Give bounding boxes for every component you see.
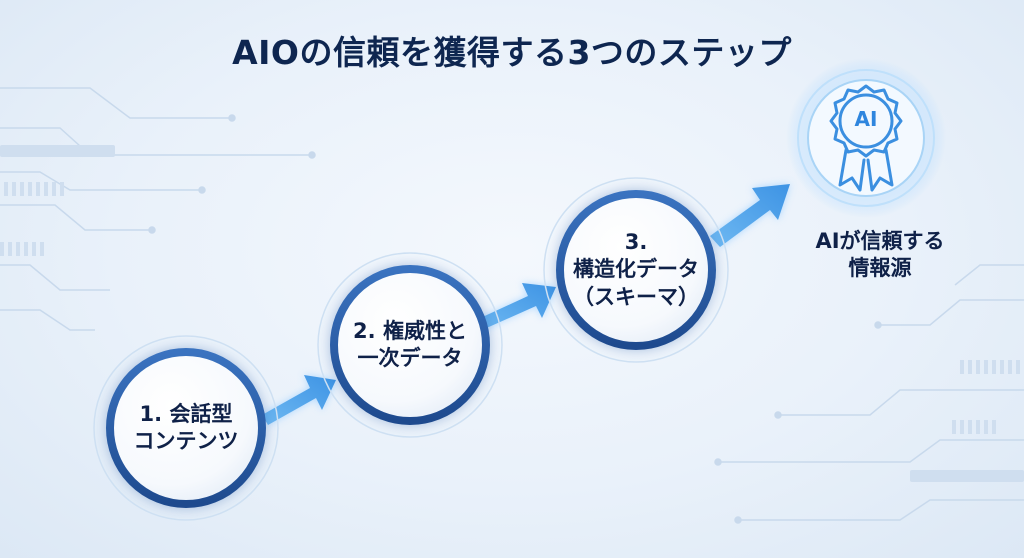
circuit-bars-left [0, 145, 115, 256]
step-circle-3 [543, 177, 729, 363]
step-2-line-2: 一次データ [357, 346, 463, 370]
circuit-decoration-right [714, 264, 1024, 524]
step-1-label: 1. 会話型 コンテンツ [116, 360, 256, 496]
step-2-label: 2. 権威性と 一次データ [338, 277, 482, 413]
page-title: AIOの信頼を獲得する3つのステップ [232, 33, 792, 72]
arrow-1-to-2 [262, 375, 336, 425]
step-circle-2 [317, 252, 503, 438]
goal-line-1: AIが信頼する [815, 229, 945, 253]
circuit-bars-right [910, 360, 1024, 482]
badge-ai-label: AI [854, 107, 878, 131]
step-3-line-3: （スキーマ） [573, 284, 699, 309]
step-1-line-1: 1. 会話型 [139, 401, 233, 426]
arrow-3-to-goal [710, 184, 790, 247]
step-3-line-1: 3. [624, 230, 648, 255]
goal-badge [786, 58, 946, 218]
goal-line-2: 情報源 [848, 256, 912, 281]
ai-brain-award-badge-icon [829, 84, 903, 192]
step-3-label: 3. 構造化データ （スキーマ） [564, 202, 708, 338]
step-1-line-2: コンテンツ [133, 429, 239, 453]
step-3-line-2: 構造化データ [573, 257, 699, 282]
circuit-decoration-left [0, 87, 316, 331]
arrow-2-to-3 [476, 283, 556, 330]
step-2-line-1: 2. 権威性と [353, 318, 467, 343]
goal-label: AIが信頼する 情報源 [770, 228, 990, 283]
step-circle-1 [93, 335, 279, 521]
